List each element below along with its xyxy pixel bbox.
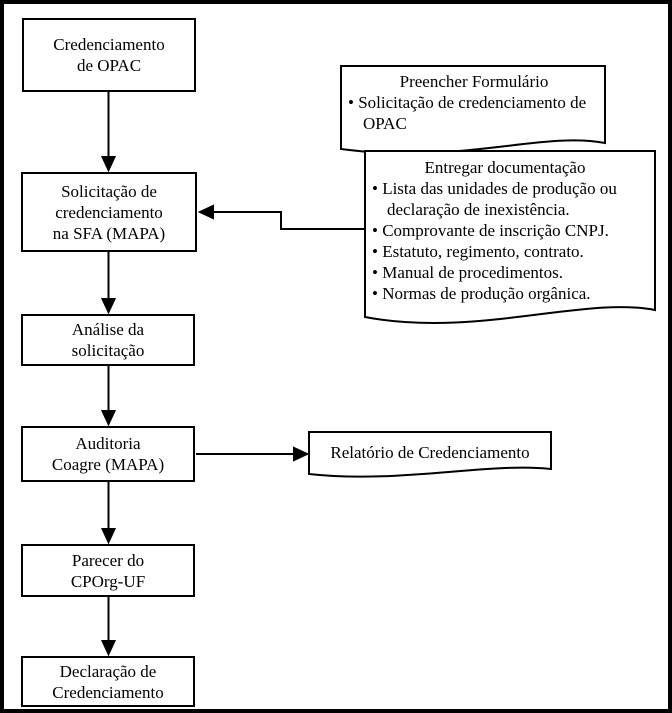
document-entregar-documentacao: Entregar documentação • Lista das unidad… <box>372 157 638 304</box>
flow-box-parecer-cporg: Parecer do CPOrg-UF <box>21 544 195 597</box>
document-title: Relatório de Credenciamento <box>330 442 530 462</box>
document-item: • Normas de produção orgânica. <box>372 284 591 303</box>
arrowhead-down-3 <box>100 410 117 427</box>
document-item: • Manual de procedimentos. <box>372 263 564 282</box>
flow-box-auditoria-coagre: Auditoria Coagre (MAPA) <box>21 426 195 482</box>
arrowhead-down-1 <box>100 156 117 173</box>
document-item: • Lista das unidades de produção ou decl… <box>372 179 617 219</box>
arrowhead-down-4 <box>100 528 117 545</box>
document-outline <box>308 431 552 478</box>
document-title: Entregar documentação <box>424 158 586 177</box>
flow-box-analise-solicitacao: Análise da solicitação <box>21 314 195 366</box>
arrow-documentos-to-solicitacao <box>213 211 365 230</box>
document-title: Preencher Formulário <box>399 72 549 91</box>
document-item: • Solicitação de credenciamento de OPAC <box>348 93 587 133</box>
document-outline <box>364 150 656 324</box>
document-shape-entregar-documentacao <box>364 150 656 324</box>
flow-box-solicitacao-sfa: Solicitação de credenciamento na SFA (MA… <box>21 172 197 252</box>
document-item: • Estatuto, regimento, contrato. <box>372 242 584 261</box>
flow-box-credenciamento-opac: Credenciamento de OPAC <box>22 18 196 92</box>
arrowhead-left-1 <box>197 204 214 220</box>
document-relatorio-credenciamento: Relatório de Credenciamento <box>308 433 552 471</box>
arrowhead-right-1 <box>293 446 310 462</box>
connector-layer <box>100 92 365 657</box>
document-shape-relatorio-credenciamento <box>308 431 552 478</box>
flow-box-declaracao-credenciamento: Declaração de Credenciamento <box>21 656 195 707</box>
arrowhead-down-2 <box>100 298 117 315</box>
document-preencher-formulario: Preencher Formulário • Solicitação de cr… <box>348 71 600 134</box>
arrowhead-down-5 <box>100 640 117 657</box>
document-item: • Comprovante de inscrição CNPJ. <box>372 221 609 240</box>
